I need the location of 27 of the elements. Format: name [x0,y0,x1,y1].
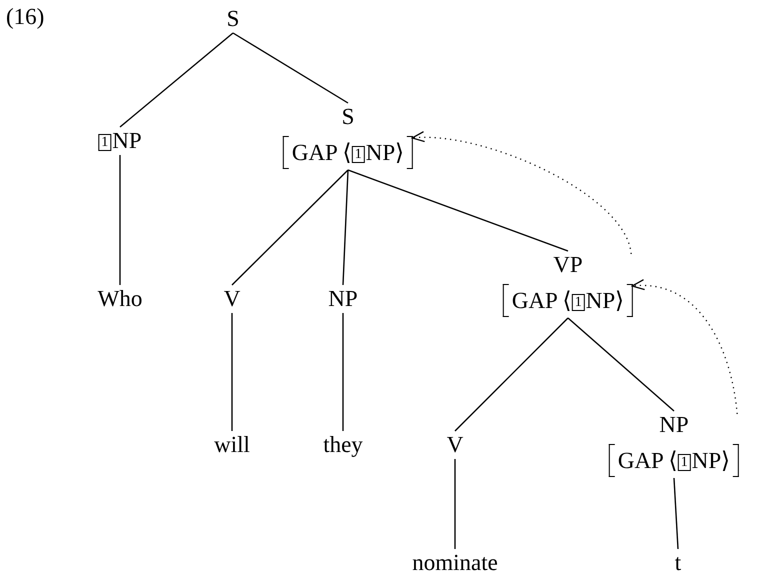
word-label: nominate [412,550,498,576]
word-label: Who [98,286,142,312]
category-label: V [224,286,240,312]
branch-line [348,169,568,252]
word-label: will [214,432,250,458]
branch-line [120,32,234,128]
branch-line [454,459,456,549]
branch-line [673,478,679,550]
branch-line [342,170,349,286]
branch-line [568,318,674,412]
category-label: NP [659,412,689,438]
gap-arrow [632,280,738,414]
branch-line [454,318,568,432]
word-label: they [323,432,363,458]
branch-line [342,313,344,431]
category-label: S [342,104,354,130]
category-label: VP [553,252,583,278]
branch-line [231,313,233,431]
gap-arrow [412,132,632,254]
category-label: V [446,432,464,458]
branch-line [232,170,348,286]
category-label: NP [328,286,358,312]
category-label: S [226,6,240,32]
branch-line [119,155,121,285]
example-number: (16) [6,4,44,30]
word-label: t [674,550,682,576]
branch-line [232,32,348,104]
